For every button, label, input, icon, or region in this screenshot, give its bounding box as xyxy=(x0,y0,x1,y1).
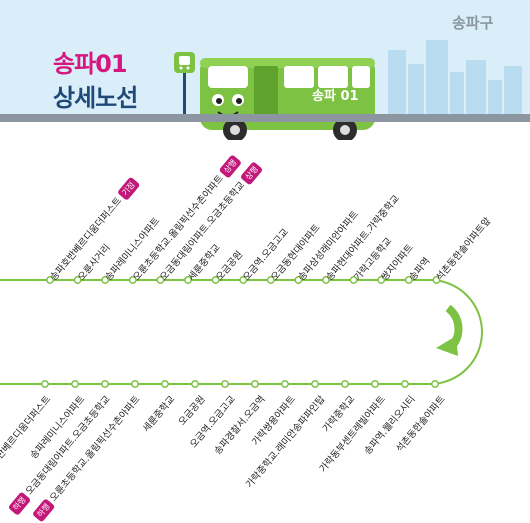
stop-dot-down[interactable] xyxy=(191,380,199,388)
stop-dot-down[interactable] xyxy=(371,380,379,388)
stop-dot-up[interactable] xyxy=(349,276,358,284)
stop-dot-down[interactable] xyxy=(251,380,259,388)
stop-dot-down[interactable] xyxy=(71,380,79,388)
stop-dot-down[interactable] xyxy=(431,380,439,388)
header-illustration: 송파 01 xyxy=(174,40,522,140)
direction-arrow-icon xyxy=(436,304,463,356)
route-number-title: 송파01 xyxy=(53,50,128,78)
stop-dot-up[interactable] xyxy=(46,276,54,284)
bus-icon: 송파 01 xyxy=(200,58,375,140)
stop-dot-down[interactable] xyxy=(401,380,409,388)
district-label: 송파구 xyxy=(452,14,494,32)
route-detail-title: 상세노선 xyxy=(53,84,138,112)
stop-dot-up[interactable] xyxy=(184,276,192,284)
bus-stop-sign-icon xyxy=(174,52,195,116)
stop-dot-down[interactable] xyxy=(41,380,49,388)
stop-dot-down[interactable] xyxy=(281,380,289,388)
stop-dot-up[interactable] xyxy=(128,276,137,284)
stop-dot-up[interactable] xyxy=(211,276,220,284)
stop-dot-up[interactable] xyxy=(432,276,441,284)
stop-dot-down[interactable] xyxy=(161,380,169,388)
road xyxy=(0,114,530,122)
stop-dot-up[interactable] xyxy=(101,276,110,284)
stop-dot-up[interactable] xyxy=(73,276,82,284)
stop-dot-up[interactable] xyxy=(404,276,413,284)
stop-dot-up[interactable] xyxy=(294,276,303,284)
stop-dot-down[interactable] xyxy=(101,380,109,388)
stop-dot-up[interactable] xyxy=(156,276,165,284)
stop-dot-down[interactable] xyxy=(131,380,139,388)
stop-dot-down[interactable] xyxy=(221,380,229,388)
stop-dot-up[interactable] xyxy=(239,276,248,284)
stop-dot-up[interactable] xyxy=(377,276,386,284)
stop-dot-down[interactable] xyxy=(341,380,349,388)
bus-route-label: 송파 01 xyxy=(312,89,359,104)
stop-dot-down[interactable] xyxy=(311,380,319,388)
stop-dot-up[interactable] xyxy=(266,276,275,284)
stop-dot-up[interactable] xyxy=(322,276,330,284)
route-line xyxy=(0,279,483,385)
